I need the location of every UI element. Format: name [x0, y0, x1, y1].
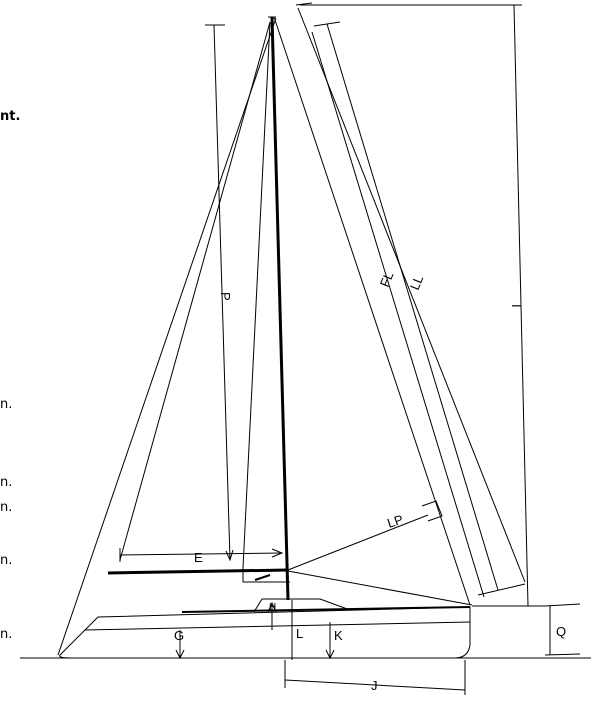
forestay [273, 16, 471, 606]
g-dim-arrow [175, 649, 185, 660]
hull-sheer-line [84, 621, 471, 631]
jib-leech [242, 21, 271, 569]
cabin-top [253, 598, 351, 613]
lp-right-angle [421, 500, 443, 522]
label-p: P [218, 292, 233, 301]
cropped-text-row-2: n. [0, 475, 13, 490]
k-dim-arrow [325, 649, 335, 660]
label-g: G [174, 628, 184, 643]
q-dim-bottom-tick [544, 653, 581, 656]
cropped-text-row-1: n. [0, 397, 13, 412]
ll-dim-line [297, 7, 526, 583]
e-dim-line [119, 552, 283, 556]
mast [270, 16, 290, 601]
mainsail-leech [119, 21, 271, 561]
cropped-text-row-3: n. [0, 500, 13, 515]
fl-dim-bottom-tick [477, 583, 526, 596]
fl-dim-line [326, 23, 499, 591]
label-fl: FL [377, 269, 397, 289]
j-dim-line [284, 679, 466, 691]
label-q: Q [556, 624, 566, 639]
cropped-text-row-5: n. [0, 627, 13, 642]
deck-line [181, 606, 471, 613]
backstay [57, 17, 277, 656]
label-lp: LP [385, 512, 405, 531]
q-dim-top-tick [544, 603, 581, 607]
boom [107, 568, 289, 575]
label-e: E [194, 550, 203, 565]
i-dim-line [513, 4, 529, 607]
p-dim-line [213, 24, 231, 561]
fl-dim-line-inner [311, 31, 485, 598]
h-dim-arrow [267, 601, 277, 613]
label-k: K [334, 628, 343, 643]
cropped-text-top: nt. [0, 109, 21, 124]
label-i: I [509, 304, 524, 308]
hull-outline [59, 606, 471, 659]
label-ll: LL [407, 273, 426, 292]
lp-dim-line [287, 514, 429, 571]
cropped-text-row-4: n. [0, 553, 13, 568]
vang [254, 574, 271, 581]
ll-dim-top-tick [295, 2, 313, 6]
jib-foot [287, 570, 473, 606]
label-j: J [371, 678, 378, 693]
e-dim-arrow-right [271, 548, 284, 558]
gooseneck-bracket [242, 568, 290, 583]
label-h: H [269, 602, 276, 613]
label-l: L [296, 626, 303, 641]
